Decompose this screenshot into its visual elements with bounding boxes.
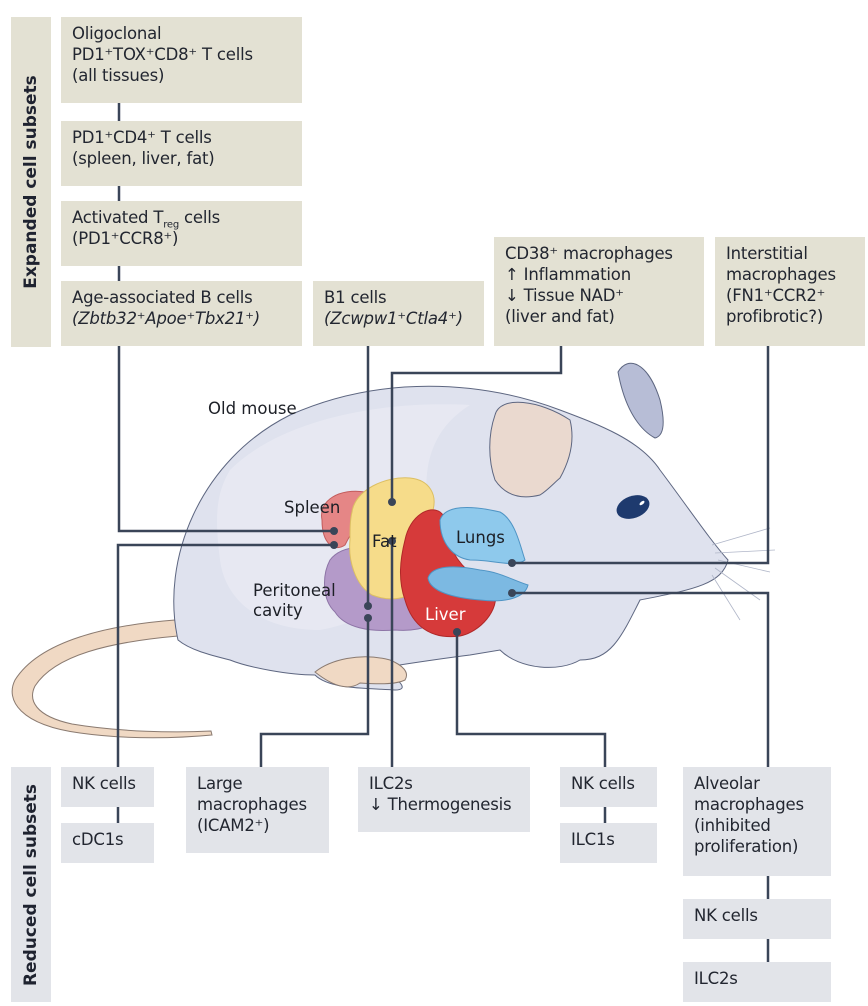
box-line: Age-associated B cells <box>72 288 253 307</box>
box-line: profibrotic?) <box>726 307 824 326</box>
mouse-eye <box>616 495 650 519</box>
mouse-eye-highlight <box>639 500 645 506</box>
box-line: (all tissues) <box>72 66 165 85</box>
fat-label: Fat <box>372 532 397 551</box>
mouse-whiskers <box>711 527 776 621</box>
reduced-heading: Reduced cell subsets <box>21 783 41 986</box>
treg-label-suffix: cells <box>179 208 221 227</box>
box-line: NK cells <box>694 906 758 925</box>
box-ilc1s: ILC1s <box>560 823 657 863</box>
box-cdc1s: cDC1s <box>61 823 154 863</box>
mouse-front-ear <box>489 401 573 498</box>
box-line: ↓ Thermogenesis <box>369 795 512 814</box>
mouse-tail <box>11 619 213 739</box>
box-line: Interstitial <box>726 244 808 263</box>
lungs-lower-shape <box>427 566 529 602</box>
box-line: ILC2s <box>694 969 738 988</box>
box-cd38-macrophages: CD38⁺ macrophages ↑ Inflammation ↓ Tissu… <box>494 237 704 346</box>
box-line: (PD1⁺CCR8⁺) <box>72 229 179 248</box>
box-spleen-nk-cells: NK cells <box>61 767 154 807</box>
expanded-heading-bar: Expanded cell subsets <box>11 17 51 347</box>
box-line: PD1⁺TOX⁺CD8⁺ T cells <box>72 45 253 64</box>
box-line: Alveolar <box>694 774 760 793</box>
connector-lines <box>116 102 770 962</box>
box-treg-cells: Activated Treg cells (PD1⁺CCR8⁺) <box>61 201 302 266</box>
box-interstitial-macrophages: Interstitial macrophages (FN1⁺CCR2⁺ prof… <box>715 237 865 346</box>
box-line: PD1⁺CD4⁺ T cells <box>72 128 212 147</box>
box-ilc2s-thermogenesis: ILC2s ↓ Thermogenesis <box>358 767 530 832</box>
box-line: ↑ Inflammation <box>505 265 631 284</box>
box-line: proliferation) <box>694 837 799 856</box>
box-line: NK cells <box>72 774 136 793</box>
box-alveolar-macrophages: Alveolar macrophages (inhibited prolifer… <box>683 767 831 876</box>
box-line: cDC1s <box>72 830 124 849</box>
box-line: (inhibited <box>694 816 771 835</box>
old-mouse-label: Old mouse <box>208 399 297 418</box>
box-line: Large <box>197 774 243 793</box>
box-line: CD38⁺ macrophages <box>505 244 673 263</box>
box-line: NK cells <box>571 774 635 793</box>
box-b1-cells: B1 cells (Zcwpw1⁺Ctla4⁺) <box>313 281 484 346</box>
expanded-heading: Expanded cell subsets <box>21 75 41 289</box>
treg-label: Activated T <box>72 208 164 227</box>
peritoneal-label: Peritoneal cavity <box>253 581 336 621</box>
box-line: (ICAM2⁺) <box>197 816 270 835</box>
peritoneal-label-line: Peritoneal <box>253 581 336 600</box>
box-lung-nk-cells: NK cells <box>683 899 831 939</box>
treg-subscript: reg <box>163 219 180 231</box>
connector-dots <box>330 498 516 636</box>
lungs-upper-shape <box>439 507 526 565</box>
box-line: macrophages <box>726 265 836 284</box>
mouse-hind-paw <box>314 656 407 688</box>
spleen-label: Spleen <box>284 498 341 517</box>
box-line: ILC1s <box>571 830 615 849</box>
reduced-heading-bar: Reduced cell subsets <box>11 767 51 1002</box>
lungs-label: Lungs <box>456 528 505 547</box>
box-age-associated-b-cells: Age-associated B cells (Zbtb32⁺Apoe⁺Tbx2… <box>61 281 302 346</box>
box-line: B1 cells <box>324 288 387 307</box>
box-line: (spleen, liver, fat) <box>72 149 215 168</box>
box-line: macrophages <box>694 795 804 814</box>
box-line: (Zcwpw1⁺Ctla4⁺) <box>324 309 463 328</box>
box-large-macrophages: Large macrophages (ICAM2⁺) <box>186 767 329 853</box>
box-line: Activated Treg cells <box>72 207 292 231</box>
box-line: macrophages <box>197 795 307 814</box>
mouse-back-ear <box>617 362 664 439</box>
box-line: (Zbtb32⁺Apoe⁺Tbx21⁺) <box>72 309 261 328</box>
box-cd4-t-cells: PD1⁺CD4⁺ T cells (spleen, liver, fat) <box>61 121 302 186</box>
peritoneal-label-line: cavity <box>253 601 303 620</box>
box-liver-nk-cells: NK cells <box>560 767 657 807</box>
box-line: (liver and fat) <box>505 307 615 326</box>
box-lung-ilc2s: ILC2s <box>683 962 831 1002</box>
liver-label: Liver <box>425 605 466 624</box>
box-cd8-t-cells: Oligoclonal PD1⁺TOX⁺CD8⁺ T cells (all ti… <box>61 17 302 103</box>
box-line: Oligoclonal <box>72 24 162 43</box>
box-line: ↓ Tissue NAD⁺ <box>505 286 624 305</box>
box-line: ILC2s <box>369 774 413 793</box>
box-line: (FN1⁺CCR2⁺ <box>726 286 826 305</box>
